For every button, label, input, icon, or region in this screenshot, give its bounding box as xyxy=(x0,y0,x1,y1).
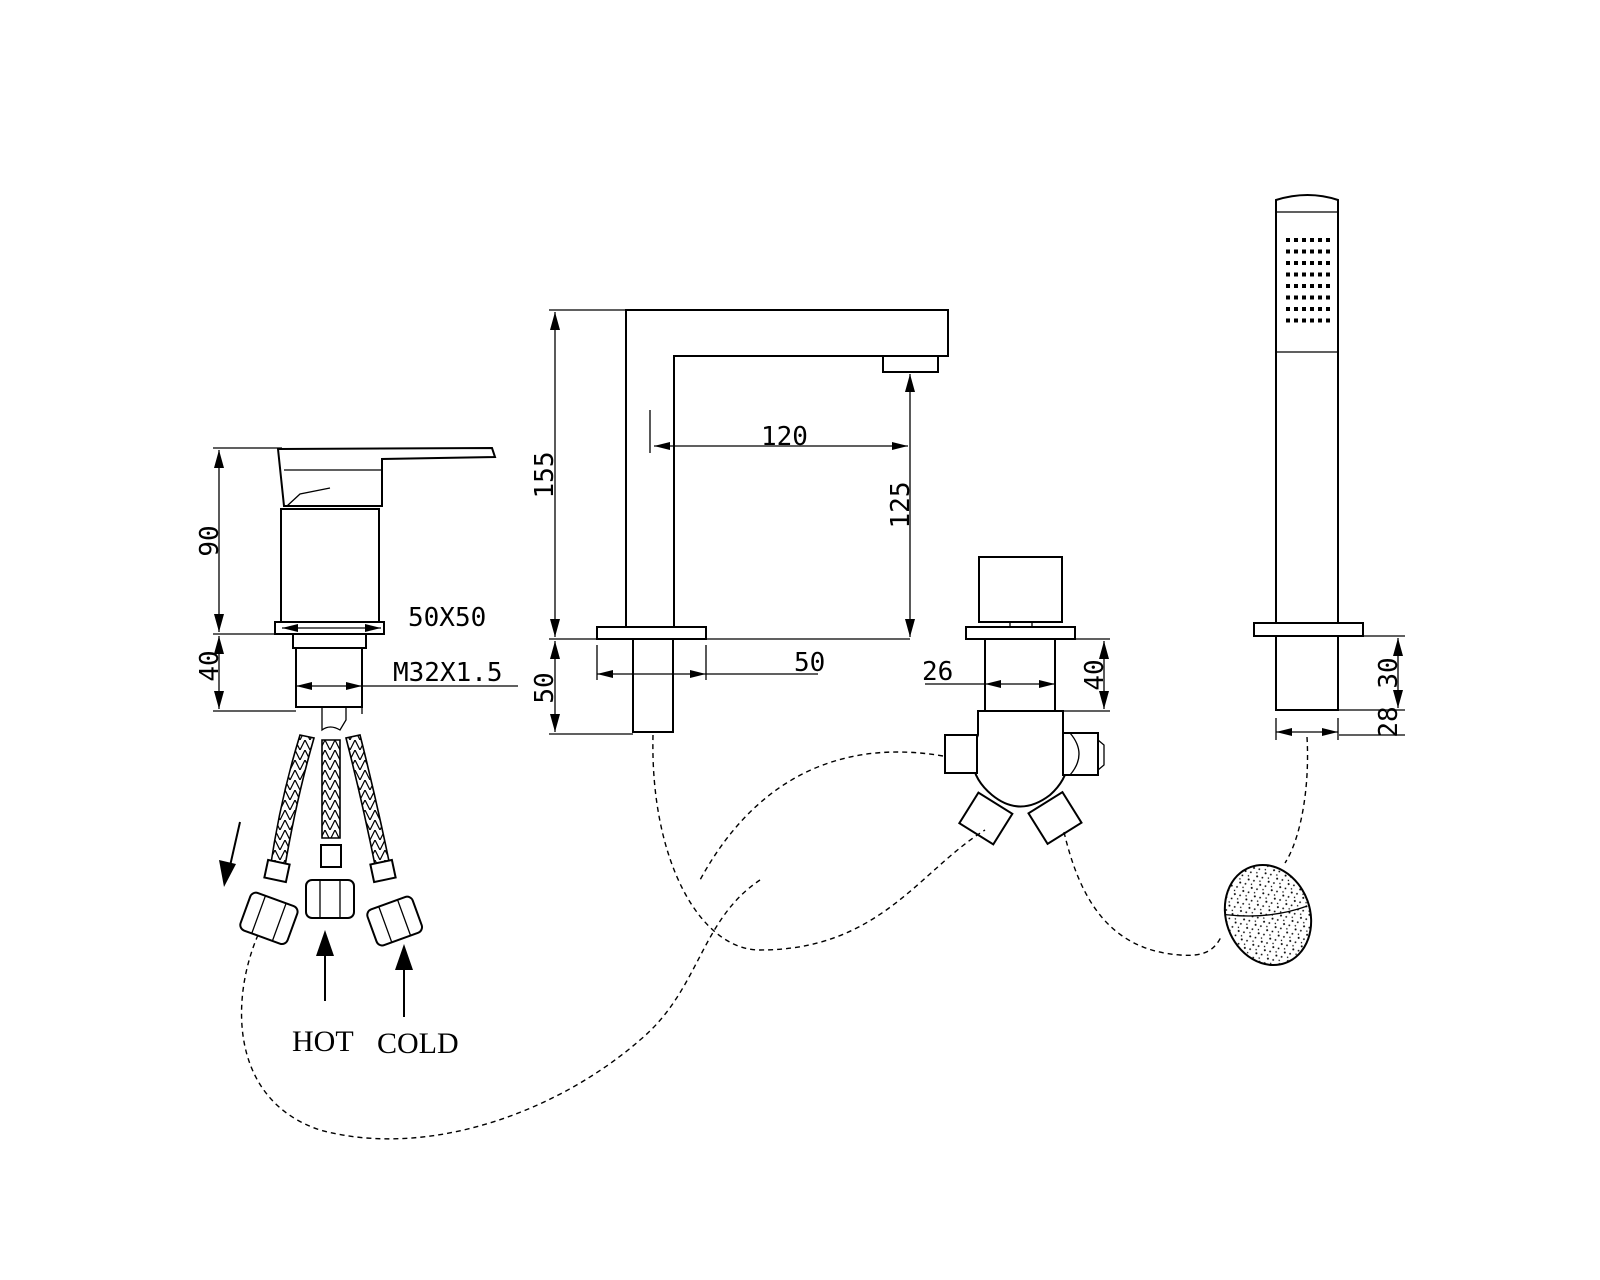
nozzle-dot xyxy=(1302,284,1306,288)
nozzle-dot xyxy=(1318,272,1322,277)
dim-spout-outlet-height: 125 xyxy=(886,482,916,529)
nozzle-dot xyxy=(1286,307,1290,311)
shower-nozzles xyxy=(1286,238,1330,323)
nozzle-dot xyxy=(1318,261,1322,265)
nozzle-dot xyxy=(1326,307,1330,311)
dim-mixer-height: 90 xyxy=(195,525,225,556)
mixer-dimension-lines xyxy=(213,447,518,714)
nozzle-dot xyxy=(1294,238,1298,242)
dim-diverter-shank: 40 xyxy=(1080,659,1110,690)
nozzle-dot xyxy=(1310,249,1314,254)
single-lever-mixer xyxy=(239,446,497,947)
dim-spout-height: 155 xyxy=(530,452,560,499)
nozzle-dot xyxy=(1302,238,1306,242)
nozzle-dot xyxy=(1310,261,1314,265)
dim-spout-base-width: 50 xyxy=(794,648,825,678)
nozzle-dot xyxy=(1294,249,1298,254)
nozzle-dot xyxy=(1318,307,1322,311)
shower-dimension-lines xyxy=(1275,635,1405,740)
nozzle-dot xyxy=(1286,249,1290,254)
nozzle-dot xyxy=(1286,272,1290,277)
hand-shower xyxy=(1253,194,1364,711)
nozzle-dot xyxy=(1286,295,1290,300)
nozzle-dot xyxy=(1318,238,1322,242)
nozzle-dot xyxy=(1302,307,1306,311)
nozzle-dot xyxy=(1318,249,1322,254)
nozzle-dot xyxy=(1286,238,1290,242)
nozzle-dot xyxy=(1302,295,1306,300)
nozzle-dot xyxy=(1326,284,1330,288)
nozzle-dot xyxy=(1326,261,1330,265)
dim-mixer-base: 50X50 xyxy=(408,603,486,633)
nozzle-dot xyxy=(1318,318,1322,323)
nozzle-dot xyxy=(1310,295,1314,300)
nozzle-dot xyxy=(1286,261,1290,265)
nozzle-dot xyxy=(1294,295,1298,300)
flow-arrows xyxy=(219,821,413,1017)
nozzle-dot xyxy=(1310,284,1314,288)
cold-label: COLD xyxy=(377,1027,459,1060)
nozzle-dot xyxy=(1326,238,1330,242)
nozzle-dot xyxy=(1318,295,1322,300)
dim-mixer-thread: M32X1.5 xyxy=(393,658,503,688)
nozzle-dot xyxy=(1302,249,1306,254)
nozzle-dot xyxy=(1326,318,1330,323)
diverter-dimension-lines xyxy=(925,638,1110,712)
nozzle-dot xyxy=(1286,318,1290,323)
nozzle-dot xyxy=(1302,272,1306,277)
diverter-valve xyxy=(944,556,1105,846)
nozzle-dot xyxy=(1310,238,1314,242)
nozzle-dot xyxy=(1302,261,1306,265)
dim-spout-shank: 50 xyxy=(530,672,560,703)
nozzle-dot xyxy=(1326,272,1330,277)
nozzle-dot xyxy=(1310,272,1314,277)
dim-diverter-width: 26 xyxy=(922,657,953,687)
nozzle-dot xyxy=(1326,249,1330,254)
nozzle-dot xyxy=(1286,284,1290,288)
connecting-hoses xyxy=(240,734,1309,1140)
nozzle-dot xyxy=(1294,284,1298,288)
dim-mixer-shank: 40 xyxy=(195,650,225,681)
nozzle-dot xyxy=(1294,261,1298,265)
dim-spout-reach: 120 xyxy=(761,422,808,452)
nozzle-dot xyxy=(1294,307,1298,311)
dim-shower-shank: 30 xyxy=(1374,657,1404,688)
nozzle-dot xyxy=(1310,318,1314,323)
spout-dimension-lines xyxy=(549,309,915,735)
nozzle-dot xyxy=(1294,318,1298,323)
nozzle-dot xyxy=(1310,307,1314,311)
nozzle-dot xyxy=(1318,284,1322,288)
nozzle-dot xyxy=(1302,318,1306,323)
dim-shower-diameter: 28 xyxy=(1374,706,1404,737)
nozzle-dot xyxy=(1294,272,1298,277)
nozzle-dot xyxy=(1326,295,1330,300)
hot-label: HOT xyxy=(292,1025,354,1058)
hose-weight-ball xyxy=(1223,863,1313,967)
